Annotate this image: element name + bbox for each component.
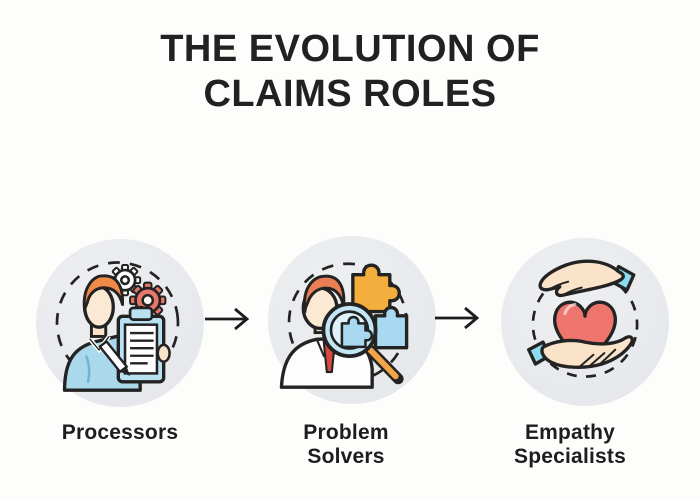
worker-gears-clipboard-icon	[55, 261, 180, 392]
stage-label-processors: Processors	[61, 421, 179, 444]
page-title-line1: THE EVOLUTION OF	[160, 28, 540, 70]
arrow-icon	[433, 303, 485, 333]
stage-circle-empathy-specialists	[501, 238, 669, 406]
stage-circle-problem-solvers	[268, 236, 436, 404]
page-title: THE EVOLUTION OF CLAIMS ROLES	[0, 27, 700, 117]
arrow-icon	[203, 304, 255, 334]
stage-label-empathy-specialists: Empathy Specialists	[514, 421, 626, 468]
stage-label-problem-solvers: Problem Solvers	[303, 421, 389, 468]
page-title-line2: CLAIMS ROLES	[203, 72, 497, 115]
magnifier-puzzle-person-icon	[279, 262, 409, 389]
stage-circle-processors	[36, 239, 204, 407]
hands-holding-heart-icon	[527, 259, 639, 378]
